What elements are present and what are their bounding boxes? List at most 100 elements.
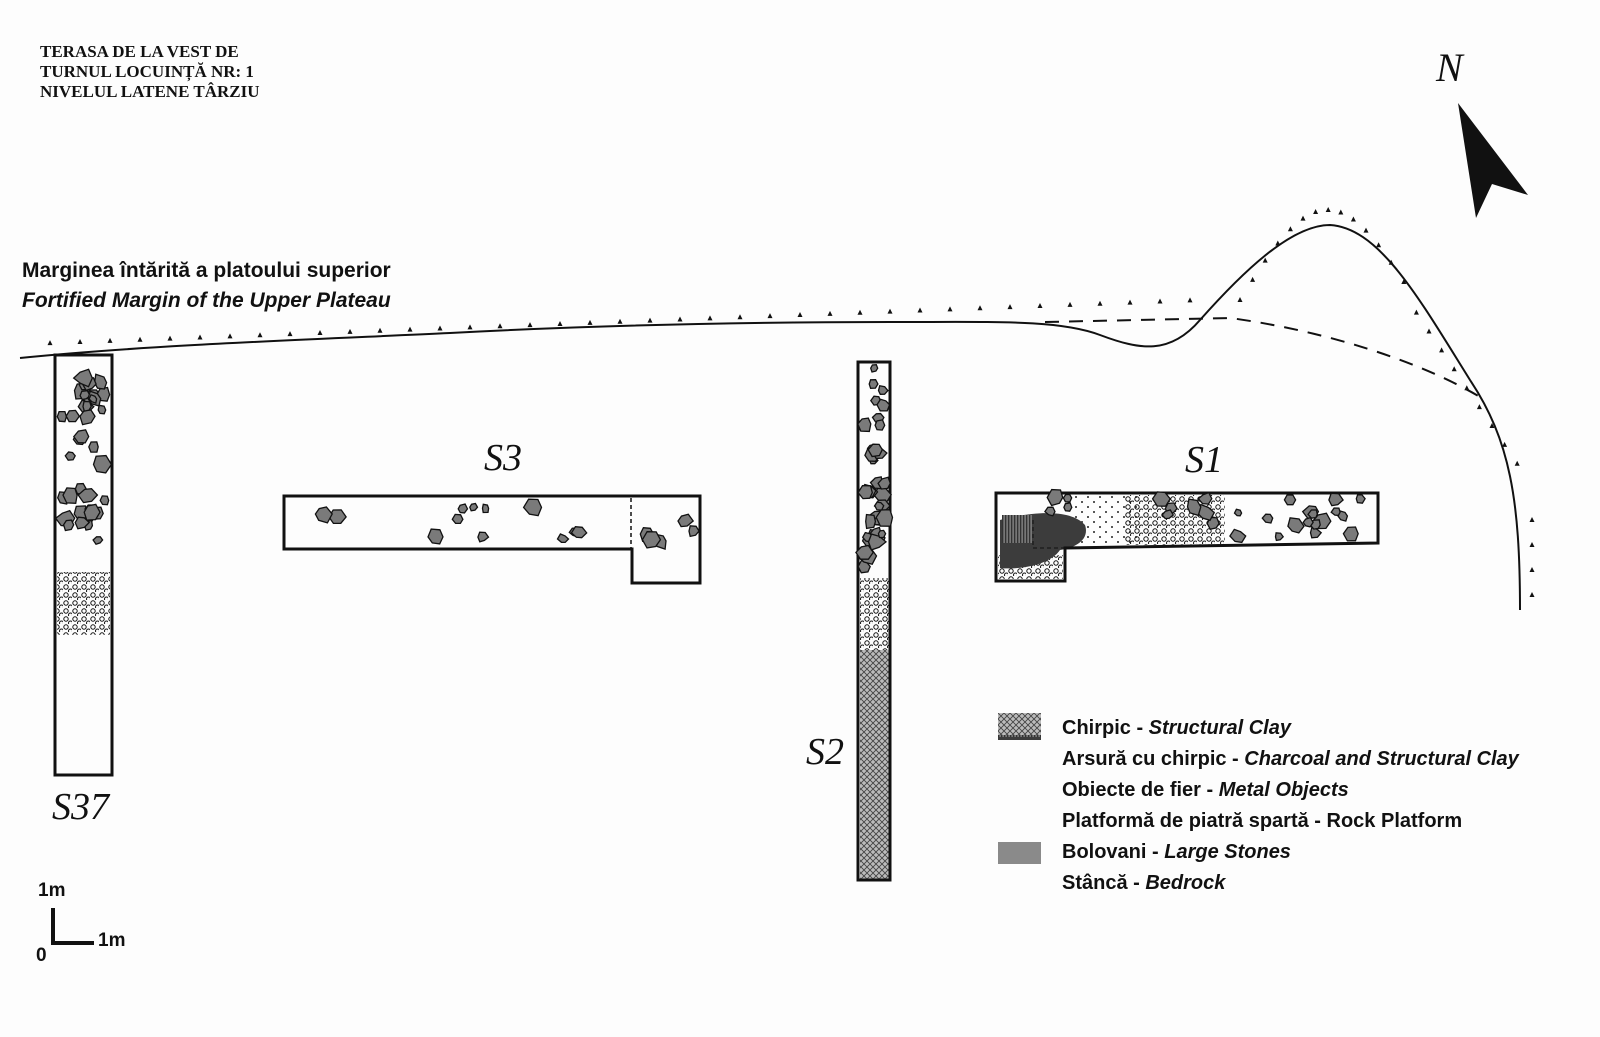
legend-label: Obiecte de fier - Metal Objects (1062, 779, 1349, 801)
fortification-marker (197, 334, 203, 340)
stone (74, 516, 91, 530)
fortification-marker (257, 332, 263, 338)
fortification-marker (227, 333, 233, 339)
fortification-marker (977, 305, 983, 311)
fortification-marker (1529, 567, 1535, 572)
stone (876, 398, 891, 412)
margin-label-en: Fortified Margin of the Upper Plateau (22, 289, 391, 312)
stone (1261, 513, 1274, 524)
stone (77, 488, 99, 504)
large-stones (54, 364, 1366, 574)
fortification-marker (1413, 309, 1419, 315)
stone (570, 526, 588, 539)
stone (522, 498, 543, 517)
title-line: TURNUL LOCUINȚĂ NR: 1 (40, 62, 254, 81)
fortification-marker (857, 309, 863, 315)
stone (1161, 509, 1175, 520)
stone (868, 379, 879, 389)
fortification-marker (1426, 328, 1432, 334)
stone (867, 443, 884, 458)
fortification-marker (947, 306, 953, 312)
fortification-marker (1363, 227, 1369, 233)
fortification-marker (1287, 226, 1293, 232)
stone (865, 513, 877, 530)
stone (64, 451, 76, 461)
stone (1063, 502, 1073, 512)
stone (79, 390, 91, 401)
stone (1330, 507, 1341, 517)
stone (72, 368, 94, 388)
fortification-marker (527, 322, 533, 328)
stone (1287, 517, 1305, 534)
fortification-marker (1529, 592, 1535, 597)
fortification-marker (1300, 215, 1306, 221)
fortification-marker (287, 331, 293, 337)
margin-label-ro: Marginea întărită a platoului superior (22, 259, 391, 282)
stone (457, 503, 469, 514)
stone (451, 513, 464, 525)
stone (469, 502, 479, 512)
stone (1233, 508, 1243, 517)
legend-item: Arsură cu chirpic - Charcoal and Structu… (998, 713, 1519, 775)
legend-item: Bolovani - Large Stones (998, 837, 1519, 868)
stone (83, 503, 101, 521)
stone (477, 531, 490, 543)
fortification-marker (767, 313, 773, 319)
label-s37: S37 (52, 786, 109, 828)
fortification-marker (1514, 460, 1520, 466)
trench-s2 (856, 360, 892, 882)
stone (1229, 528, 1247, 544)
fortification-marker (377, 327, 383, 333)
fortification-marker (1097, 300, 1103, 306)
fortification-marker (347, 328, 353, 334)
fortification-marker (497, 323, 503, 329)
stone (1328, 492, 1344, 507)
stone (65, 409, 81, 423)
stone (1283, 494, 1297, 506)
label-s1: S1 (1185, 439, 1223, 481)
label-s3: S3 (484, 437, 522, 479)
stone (874, 419, 886, 431)
stone (875, 509, 894, 527)
legend-swatch-charcoal (998, 713, 1041, 771)
fortification-marker (1489, 423, 1495, 428)
fortification-marker (407, 326, 413, 332)
legend-swatch-rock-platform (998, 713, 1041, 833)
fortification-marker (77, 339, 83, 344)
stone (72, 429, 90, 444)
stone (1044, 506, 1056, 517)
stone (314, 506, 333, 524)
fortification-marker (1237, 297, 1243, 302)
stone (1342, 526, 1359, 542)
stone (1302, 516, 1314, 528)
fortification-dashed-line (1044, 316, 1486, 401)
fortification-marker (1451, 366, 1457, 372)
trench-s3 (282, 494, 702, 585)
fortification-marker (1376, 242, 1382, 248)
fortification-marker (887, 308, 893, 314)
legend: Chirpic - Structural Clay Arsură cu chir… (998, 713, 1519, 899)
fortification-marker (737, 314, 743, 320)
trench-s1 (994, 491, 1380, 583)
stone (877, 384, 889, 395)
legend-label: Chirpic - Structural Clay (1062, 717, 1291, 739)
fortification-marker (1007, 304, 1013, 310)
stone (1186, 498, 1202, 517)
stone (1151, 491, 1171, 507)
fortification-marker (1439, 347, 1445, 353)
fortification-marker (647, 317, 653, 323)
stone (1355, 494, 1366, 504)
stone (79, 409, 96, 426)
bedrock-area (860, 650, 889, 879)
fortification-marker (1476, 404, 1482, 410)
fortification-marker (1262, 257, 1268, 263)
fortification-marker (137, 336, 143, 342)
fortification-marker (1401, 279, 1407, 285)
scale-vertical-label: 1m (38, 880, 66, 901)
stone (556, 533, 570, 544)
fortification-marker (1157, 298, 1163, 304)
label-s2: S2 (806, 731, 844, 773)
fortification-marker (467, 324, 473, 330)
north-label: N (1436, 45, 1463, 90)
